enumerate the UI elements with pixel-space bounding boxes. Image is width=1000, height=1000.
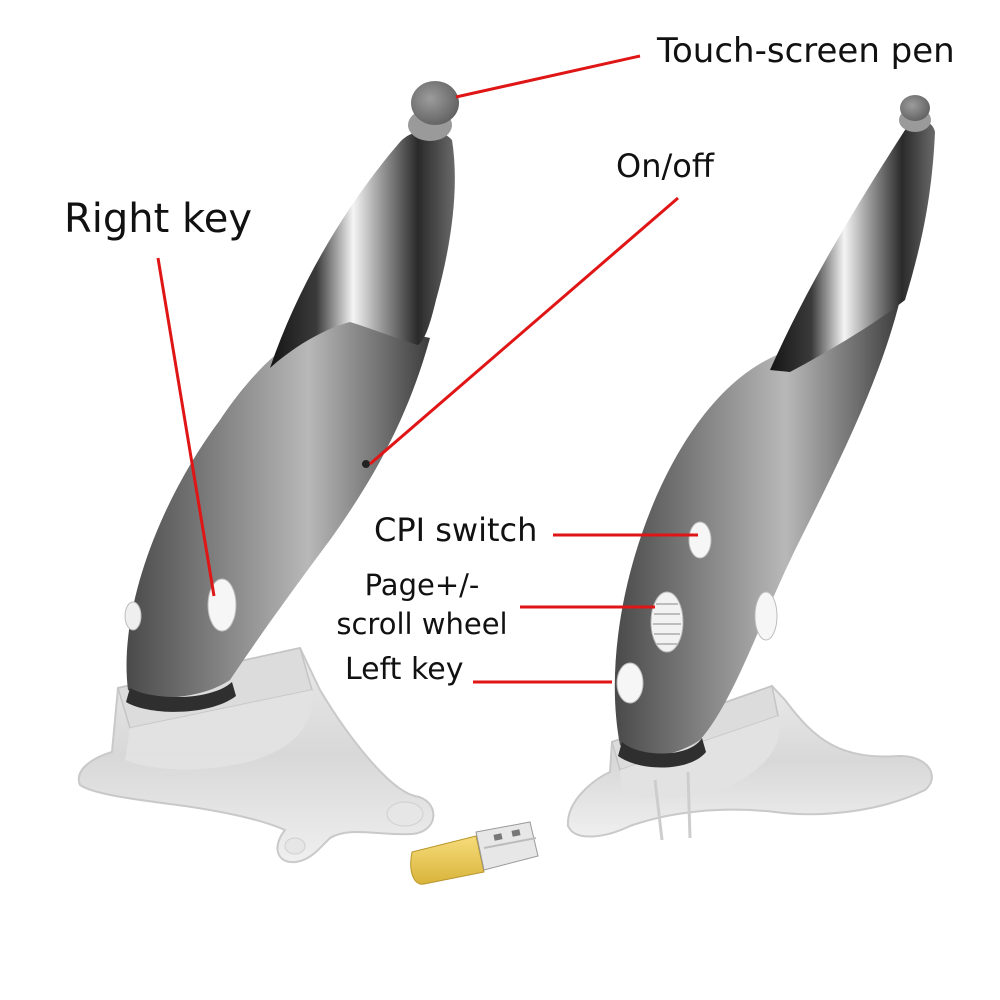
left-pen-stylus-tip: [411, 81, 459, 125]
usb-receiver: [410, 821, 539, 885]
left-pen-side-button[interactable]: [124, 601, 142, 631]
pointer-on-off: [369, 196, 679, 466]
pointer-touch-screen-pen: [455, 54, 641, 99]
left-pen-chrome-cone: [270, 130, 455, 368]
left-key-button[interactable]: [616, 662, 644, 704]
right-key-button[interactable]: [207, 578, 237, 632]
label-right-key: Right key: [64, 196, 253, 242]
cpi-switch-button[interactable]: [688, 521, 712, 559]
label-on-off: On/off: [616, 147, 714, 185]
right-pen-side-button[interactable]: [754, 591, 778, 641]
label-left-key: Left key: [345, 652, 464, 687]
label-touch-screen-pen: Touch-screen pen: [657, 31, 955, 71]
left-pen-mouse: [77, 81, 459, 864]
scroll-wheel[interactable]: [650, 591, 684, 653]
left-pen-body: [126, 318, 431, 698]
right-pen-chrome-cone: [770, 121, 935, 372]
label-page-scroll-wheel: Page+/-scroll wheel: [336, 568, 508, 642]
right-pen-body: [614, 300, 900, 756]
right-pen-mouse: [566, 95, 935, 841]
annotation-lines: [156, 54, 698, 684]
pointer-right-key: [156, 257, 216, 597]
on-off-switch[interactable]: [362, 460, 370, 468]
right-pen-stylus-tip: [900, 95, 930, 121]
label-cpi-switch: CPI switch: [374, 511, 538, 549]
